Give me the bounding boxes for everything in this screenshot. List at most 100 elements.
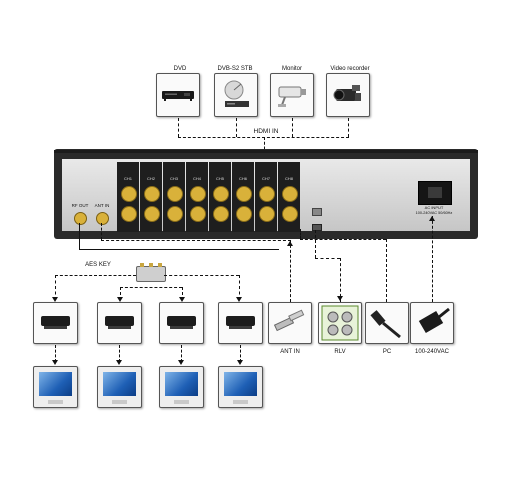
- source-line-monitor: [292, 118, 293, 137]
- tv-line-1: [55, 345, 56, 362]
- power-line: [432, 216, 433, 302]
- set-top-box-icon: [159, 302, 204, 344]
- rf-out-port-label: RF OUT: [71, 203, 89, 208]
- rca-jack: [259, 186, 275, 202]
- arrow-down: [52, 360, 58, 365]
- tv-line-4: [240, 345, 241, 362]
- pc-bus: [300, 239, 386, 240]
- power-connector-label: 100-240VAC: [415, 349, 449, 355]
- arrow-down: [116, 360, 122, 365]
- camcorder-icon: [326, 73, 370, 117]
- rca-jack: [213, 206, 229, 222]
- rf-out-port: [74, 212, 87, 225]
- pc-drop: [386, 239, 387, 302]
- ant-in-arrow: [287, 241, 293, 246]
- rlv-bus: [315, 258, 340, 259]
- rlv-module-icon: [318, 302, 362, 344]
- rf-bus-line: [79, 249, 279, 250]
- cctv-camera-icon: [270, 73, 314, 117]
- rca-jack: [121, 186, 137, 202]
- channel-label: CH7: [261, 176, 270, 181]
- ac-input-socket: [418, 181, 452, 205]
- rlv-line: [315, 230, 316, 258]
- tv-line-3: [181, 345, 182, 362]
- receiver-line-1: [55, 275, 56, 300]
- antenna-connector-icon: [268, 302, 312, 344]
- tv-line-2: [119, 345, 120, 362]
- channel-label: CH6: [238, 176, 247, 181]
- channel-module: CH1: [117, 162, 139, 232]
- arrow-down: [52, 297, 58, 302]
- hdmi-in-label: HDMI IN: [253, 128, 279, 135]
- tv-monitor-icon: [218, 366, 263, 408]
- ant-in-drop: [290, 240, 291, 302]
- arrow-down: [117, 297, 123, 302]
- receiver-line-4: [239, 275, 240, 300]
- rca-jack: [282, 186, 298, 202]
- ant-in-port: [96, 212, 109, 225]
- hdmi-in-line: [264, 137, 265, 159]
- rca-jack: [121, 206, 137, 222]
- ant-in-line: [101, 223, 102, 240]
- power-arrow: [429, 216, 435, 221]
- rca-jack: [213, 186, 229, 202]
- rf-out-line: [79, 223, 80, 249]
- source-dvd-label: DVD: [173, 66, 187, 72]
- splitter-right-line: [164, 275, 239, 276]
- rlv-drop: [340, 258, 341, 302]
- arrow-down: [178, 360, 184, 365]
- pc-cable-icon: [365, 302, 409, 344]
- pc-connector-label: PC: [382, 349, 392, 355]
- ac-input-label: AC INPUT: [424, 205, 444, 210]
- satellite-receiver-icon: [214, 73, 258, 117]
- rca-jack: [236, 186, 252, 202]
- ant-in-connector-label: ANT IN: [280, 349, 300, 355]
- splitter-icon: [136, 263, 166, 282]
- rlv-connector-label: RLV: [334, 349, 346, 355]
- channel-module: CH5: [209, 162, 231, 232]
- channel-modules: CH1 CH2 CH3 CH4 CH5 CH6 CH7 CH8: [117, 162, 302, 232]
- receiver-line-3: [182, 287, 183, 300]
- tv-monitor-icon: [97, 366, 142, 408]
- channel-module: CH6: [232, 162, 254, 232]
- arrow-down: [236, 297, 242, 302]
- channel-module: CH7: [255, 162, 277, 232]
- rca-jack: [259, 206, 275, 222]
- rca-jack: [190, 186, 206, 202]
- ant-in-port-label: ANT IN: [94, 203, 110, 208]
- splitter-mid-line: [120, 287, 182, 288]
- channel-module: CH3: [163, 162, 185, 232]
- pc-port: [312, 224, 322, 231]
- rca-jack: [282, 206, 298, 222]
- ant-in-bus: [101, 240, 291, 241]
- dvd-player-icon: [156, 73, 200, 117]
- channel-module: CH2: [140, 162, 162, 232]
- channel-module: CH8: [278, 162, 300, 232]
- channel-label: CH2: [146, 176, 155, 181]
- source-line-recorder: [348, 118, 349, 137]
- arrow-down: [179, 297, 185, 302]
- source-line-dvd: [178, 118, 179, 137]
- channel-label: CH1: [123, 176, 132, 181]
- power-cord-icon: [410, 302, 454, 344]
- set-top-box-icon: [97, 302, 142, 344]
- rca-jack: [144, 186, 160, 202]
- rlv-port: [312, 208, 322, 216]
- tv-monitor-icon: [33, 366, 78, 408]
- pc-riser: [300, 229, 301, 239]
- source-bus-line: [178, 137, 349, 138]
- set-top-box-icon: [218, 302, 263, 344]
- channel-label: CH5: [215, 176, 224, 181]
- source-monitor-label: Monitor: [281, 66, 302, 72]
- receiver-line-2: [120, 287, 121, 300]
- channel-module: CH4: [186, 162, 208, 232]
- rca-jack: [167, 206, 183, 222]
- source-line-stb: [236, 118, 237, 137]
- rca-jack: [190, 206, 206, 222]
- channel-label: CH8: [284, 176, 293, 181]
- rlv-arrow: [337, 296, 343, 301]
- splitter-left-line: [55, 275, 136, 276]
- rca-jack: [236, 206, 252, 222]
- rca-jack: [167, 186, 183, 202]
- tv-monitor-icon: [159, 366, 204, 408]
